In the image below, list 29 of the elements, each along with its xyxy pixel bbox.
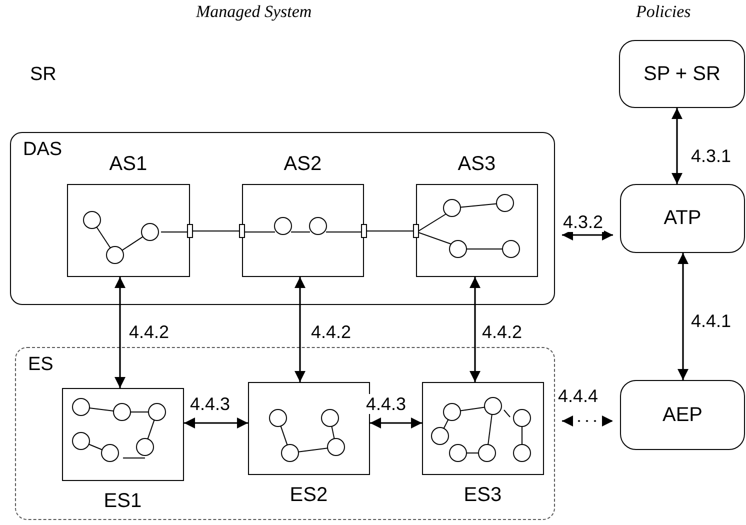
connector-line <box>361 224 419 238</box>
edge-label: 4.4.3 <box>365 394 408 414</box>
box-title: ES2 <box>290 482 328 507</box>
connector-line <box>187 224 245 238</box>
box-title: ES1 <box>104 488 142 513</box>
group-frame <box>15 347 555 520</box>
box-title: AS3 <box>458 152 496 176</box>
group-frame <box>10 132 555 305</box>
arrow <box>672 108 682 184</box>
section-heading: Managed System <box>196 2 312 22</box>
section-heading: Policies <box>636 2 691 22</box>
process-box: SP + SR <box>619 40 745 108</box>
process-box: AEP <box>620 380 745 450</box>
corner-label: SR <box>30 64 56 86</box>
arrow <box>294 277 306 382</box>
edge-label: 4.3.2 <box>562 212 604 232</box>
arrow <box>470 277 480 382</box>
arrow <box>678 253 688 380</box>
group-label: DAS <box>23 139 62 161</box>
group-label: ES <box>28 354 54 376</box>
arrow <box>562 230 613 240</box>
arrow <box>562 416 613 426</box>
box-title: AS2 <box>284 152 322 176</box>
process-box: ATP <box>620 184 745 253</box>
box-title: AS1 <box>109 152 148 176</box>
arrow <box>114 277 126 388</box>
arrow <box>370 418 422 428</box>
arrow <box>184 418 248 428</box>
box-title: ES3 <box>464 482 502 507</box>
